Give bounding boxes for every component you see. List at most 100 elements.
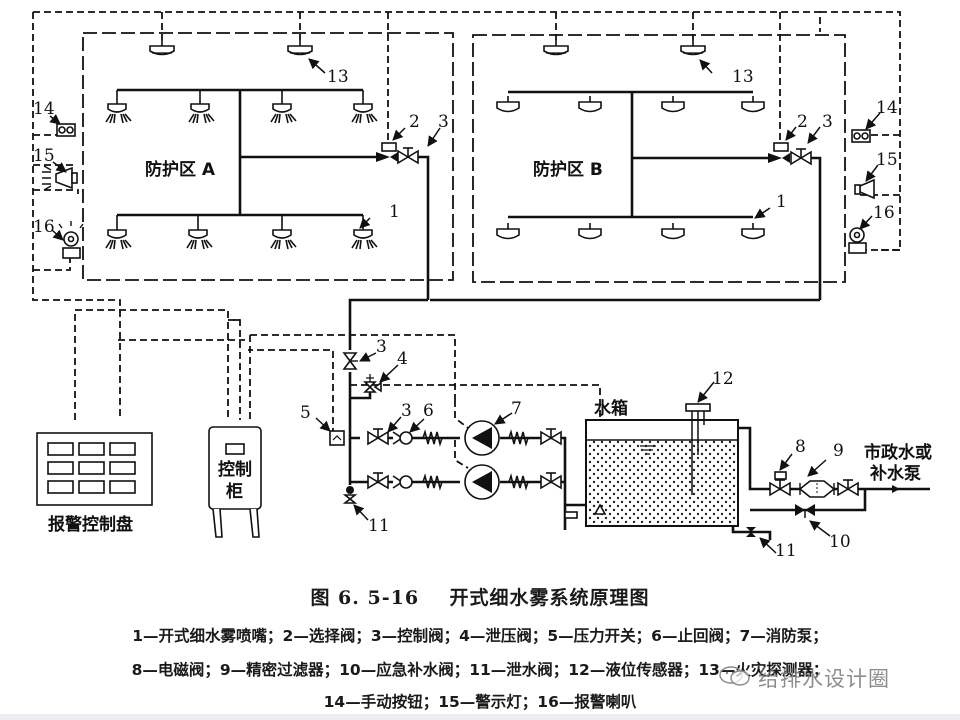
pump1-flex-in bbox=[419, 431, 446, 445]
nozzle-a-2 bbox=[188, 97, 215, 124]
figure-caption: 图 6. 5-16 开式细水雾系统原理图 bbox=[0, 583, 960, 610]
fire-detector-a-2 bbox=[287, 39, 313, 56]
selector-valve-b bbox=[768, 142, 790, 163]
callout-11-b: 11 bbox=[775, 541, 797, 561]
legend-line-2: 8—电磁阀；9—精密过滤器；10—应急补水阀；11—泄水阀；12—液位传感器；1… bbox=[131, 661, 829, 679]
panel-indicator bbox=[78, 442, 105, 456]
callout-3-pump: 3 bbox=[401, 401, 412, 421]
callout-14-b: 14 bbox=[876, 98, 898, 118]
fine-filter bbox=[798, 480, 836, 498]
alarm-control-panel: 报警控制盘 bbox=[36, 432, 153, 535]
panel-indicator bbox=[47, 442, 74, 456]
callout-6: 6 bbox=[423, 401, 434, 421]
pump2-check-valve bbox=[392, 475, 413, 489]
callout-3-b: 3 bbox=[822, 112, 833, 132]
warning-light-b bbox=[854, 178, 875, 200]
callout-16-a: 16 bbox=[33, 217, 55, 237]
fire-detector-a-1 bbox=[149, 39, 175, 56]
nozzle-b-1 bbox=[496, 95, 520, 113]
callouts: 13 13 1 1 2 3 2 3 14 15 16 14 15 16 3 4 … bbox=[33, 58, 898, 561]
tank-drain-valve bbox=[731, 526, 772, 540]
pump1-check-valve bbox=[392, 431, 413, 445]
callout-15-b: 15 bbox=[876, 150, 898, 170]
zone-a: 防护区 A bbox=[82, 32, 454, 300]
pump1-flex-out bbox=[505, 431, 532, 445]
supply-label-2: 补水泵 bbox=[869, 463, 921, 484]
zone-b: 防护区 B bbox=[472, 34, 846, 300]
control-cabinet-label-2: 柜 bbox=[226, 481, 243, 502]
pressure-switch bbox=[329, 430, 345, 446]
flow-arrow-icon bbox=[892, 485, 900, 493]
callout-2-b: 2 bbox=[797, 112, 808, 132]
nozzle-b-2 bbox=[578, 95, 602, 113]
callout-10: 10 bbox=[829, 532, 851, 552]
pump2-flex-out bbox=[505, 475, 532, 489]
callout-12: 12 bbox=[712, 369, 734, 389]
manual-button-b bbox=[851, 129, 871, 143]
control-cabinet-label-1: 控制 bbox=[218, 459, 252, 480]
water-tank-label: 水箱 bbox=[594, 398, 628, 419]
nozzle-a-6 bbox=[186, 223, 213, 250]
control-cabinet: 控制 柜 bbox=[208, 426, 262, 538]
level-sensor bbox=[685, 403, 711, 495]
pump-control-wiring bbox=[454, 400, 469, 469]
nozzle-a-1 bbox=[105, 97, 132, 124]
callout-16-b: 16 bbox=[873, 203, 895, 223]
warning-light-a bbox=[42, 165, 78, 191]
pump1-outlet-valve bbox=[540, 428, 562, 445]
fire-pump-1 bbox=[464, 420, 500, 456]
callout-9: 9 bbox=[833, 441, 844, 461]
nozzle-b-4 bbox=[741, 95, 765, 113]
callout-13-b: 13 bbox=[732, 67, 754, 87]
callout-2-a: 2 bbox=[409, 112, 420, 132]
nozzle-a-8 bbox=[351, 223, 378, 250]
panel-indicator bbox=[47, 461, 74, 475]
nozzle-b-3 bbox=[661, 95, 685, 113]
nozzle-b-5 bbox=[496, 222, 520, 240]
pump2-control-valve bbox=[367, 472, 389, 489]
panel-indicator bbox=[109, 461, 136, 475]
emergency-makeup-valve bbox=[795, 504, 815, 518]
nozzle-a-5 bbox=[105, 223, 132, 250]
selector-valve-a bbox=[376, 142, 398, 162]
panel-indicator bbox=[47, 480, 74, 494]
nozzle-b-7 bbox=[661, 222, 685, 240]
watermark: 给排水设计圈 bbox=[758, 667, 890, 691]
control-valve-b bbox=[790, 148, 812, 165]
callout-8: 8 bbox=[795, 437, 806, 457]
signal-wiring bbox=[32, 11, 901, 435]
callout-11-a: 11 bbox=[368, 516, 390, 536]
tank-outlet-stub bbox=[564, 511, 578, 519]
legend-line-1: 1—开式细水雾喷嘴；2—选择阀；3—控制阀；4—泄压阀；5—压力开关；6—止回阀… bbox=[132, 627, 828, 645]
drain-valve-pump bbox=[342, 486, 358, 504]
fire-pump-2 bbox=[464, 464, 500, 500]
nozzle-b-8 bbox=[741, 222, 765, 240]
water-tank: 水箱 bbox=[585, 398, 739, 527]
callout-15-a: 15 bbox=[33, 146, 55, 166]
pump2-flex-in bbox=[419, 475, 446, 489]
pressure-relief-valve bbox=[363, 374, 382, 393]
wechat-icon bbox=[719, 666, 750, 686]
pump2-outlet-valve bbox=[540, 472, 562, 489]
inlet-gate-valve bbox=[837, 479, 859, 496]
bottom-border bbox=[0, 714, 960, 720]
callout-3-a: 3 bbox=[438, 112, 449, 132]
zone-a-label: 防护区 A bbox=[145, 159, 216, 180]
callout-7: 7 bbox=[511, 399, 522, 419]
supply-label-1: 市政水或 bbox=[864, 442, 932, 463]
nozzle-a-3 bbox=[270, 97, 297, 124]
riser-control-valve bbox=[342, 352, 358, 370]
system-schematic: 防护区 A 防护区 B bbox=[32, 11, 932, 561]
fire-detector-b-2 bbox=[680, 39, 706, 56]
alarm-panel-label: 报警控制盘 bbox=[48, 514, 133, 535]
panel-indicator bbox=[78, 480, 105, 494]
figure-title: 开式细水雾系统原理图 bbox=[449, 587, 650, 609]
nozzle-a-4 bbox=[351, 97, 378, 124]
panel-indicator bbox=[109, 442, 136, 456]
pump1-control-valve bbox=[367, 428, 389, 445]
zone-b-label: 防护区 B bbox=[533, 159, 603, 180]
panel-indicator bbox=[78, 461, 105, 475]
nozzle-b-6 bbox=[578, 222, 602, 240]
alarm-horn-b bbox=[848, 227, 867, 254]
callout-14-a: 14 bbox=[33, 99, 55, 119]
